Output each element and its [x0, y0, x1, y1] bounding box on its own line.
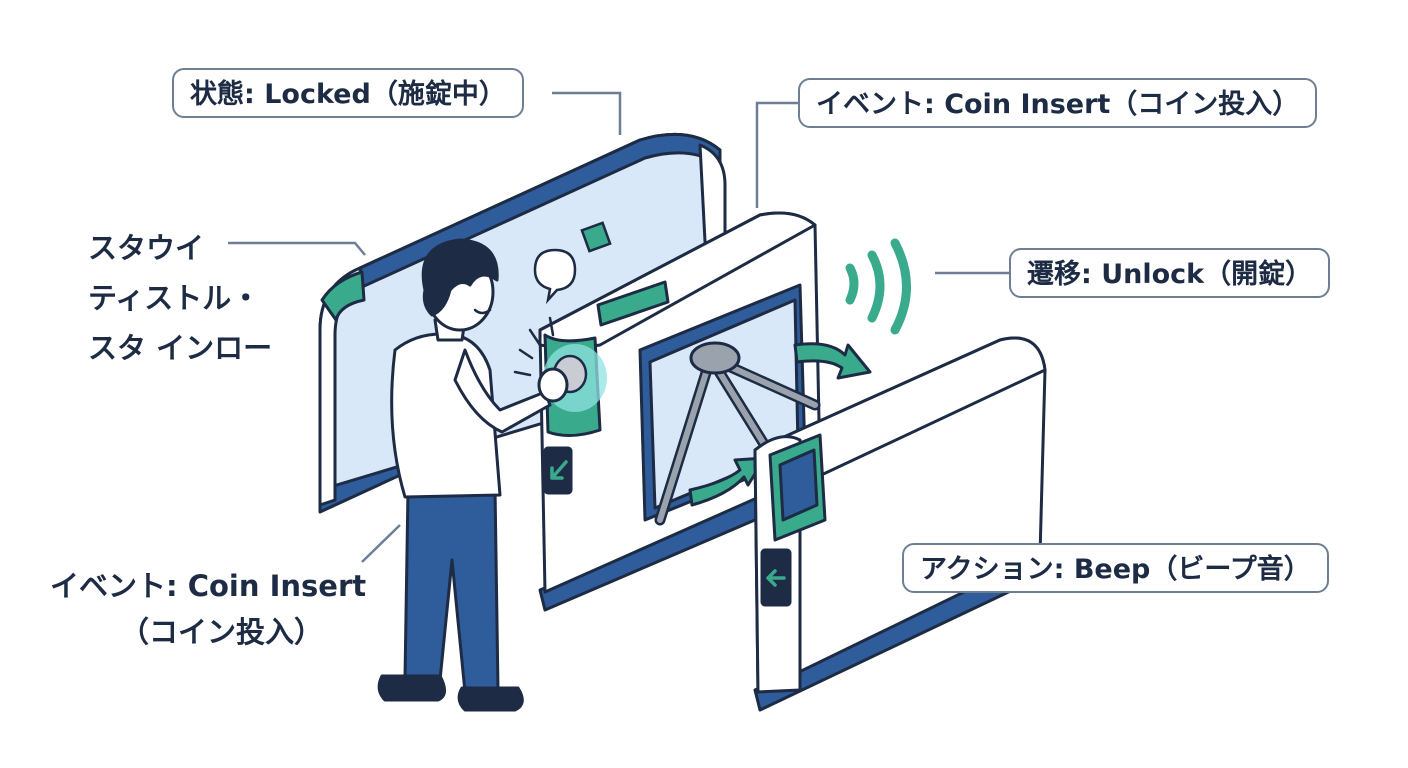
left-label-line-1: スタウイ	[88, 231, 205, 265]
state-locked-callout: 状態: Locked（施錠中）	[172, 68, 524, 118]
tripod-hub	[689, 341, 741, 375]
exit-arrow-glyph	[766, 569, 786, 587]
transition-unlock-callout: 遷移: Unlock（開錠）	[1009, 248, 1331, 298]
event-coin-insert-callout: イベント: Coin Insert（コイン投入）	[798, 78, 1318, 128]
person-figure	[377, 238, 569, 712]
bottom-event-line-2: （コイン投入）	[120, 615, 324, 649]
bottom-event-line-1: イベント: Coin Insert	[50, 569, 367, 603]
front-gate-cabinet	[753, 336, 1047, 712]
speech-bubble-icon	[533, 248, 577, 305]
coin-sparkle-lines	[513, 316, 555, 377]
beep-sound-waves-icon	[845, 238, 911, 335]
status-light-icon	[580, 221, 612, 253]
left-label-line-3: スタ インロー	[88, 331, 273, 365]
person-smile	[473, 308, 492, 315]
left-label-line-2: ティストル・	[88, 281, 261, 315]
entry-arrow-glyph	[550, 460, 568, 480]
action-beep-callout: アクション: Beep（ビープ音）	[902, 543, 1329, 593]
